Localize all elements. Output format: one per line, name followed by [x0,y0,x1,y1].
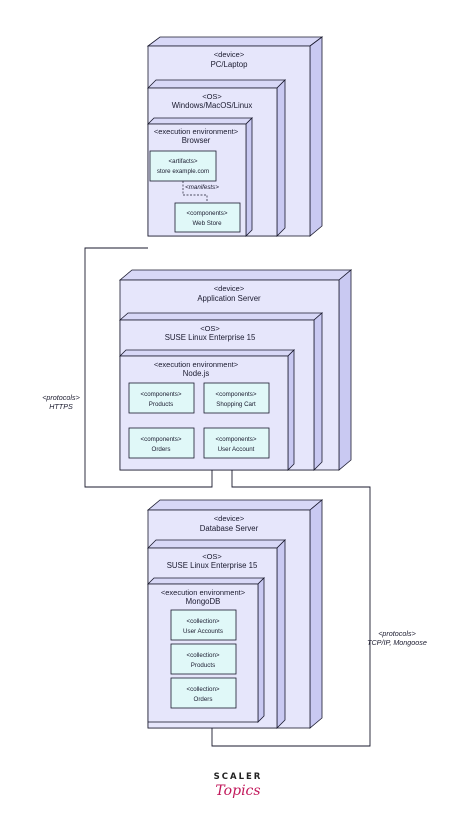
db-device-stereotype: <device> [214,514,245,523]
https-protocol-stereotype: <protocols> [42,393,80,402]
component-name: Shopping Cart [216,401,256,408]
collection-stereotype: <collection> [186,618,219,625]
component-user-account: <components> User Account [203,427,270,459]
https-protocol-label: HTTPS [49,402,73,411]
pc-os-stereotype: <OS> [202,92,222,101]
logo-line2: Topics [215,783,260,799]
db-device-name: Database Server [200,524,259,533]
component-stereotype: <components> [216,391,257,398]
manifest-label: <manifests> [185,184,219,191]
component-stereotype: <components> [141,391,182,398]
collection-name: User Accounts [183,628,223,635]
app-os-stereotype: <OS> [200,324,220,333]
nodejs-env-stereotype: <execution environment> [154,360,239,369]
web-store-name: Web Store [192,220,222,227]
component-name: User Account [218,446,255,453]
collection-stereotype: <collection> [186,686,219,693]
nodejs-env-name: Node.js [183,369,210,378]
pc-device-stereotype: <device> [214,50,245,59]
mongodb-env-name: MongoDB [186,597,221,606]
collection-products: <collection> Products [170,643,237,675]
collection-name: Orders [194,696,213,703]
app-device-name: Application Server [197,294,261,303]
collection-name: Products [191,662,215,669]
scaler-topics-logo: SCALER Topics [214,772,263,799]
logo-line1: SCALER [214,772,263,782]
tcp-protocol-label: TCP/IP, Mongoose [367,638,427,647]
web-store-stereotype: <components> [187,210,228,217]
tcp-protocol-stereotype: <protocols> [378,629,416,638]
db-os-stereotype: <OS> [202,552,222,561]
component-stereotype: <components> [141,436,182,443]
collection-orders: <collection> Orders [170,677,237,709]
artifact-stereotype: <artifacts> [169,158,198,165]
component-products: <components> Products [128,382,195,414]
app-os-name: SUSE Linux Enterprise 15 [165,333,256,342]
collection-stereotype: <collection> [186,652,219,659]
mongodb-env-stereotype: <execution environment> [161,588,246,597]
pc-os-name: Windows/MacOS/Linux [172,101,253,110]
connector-tcp [211,470,371,747]
component-stereotype: <components> [216,436,257,443]
component-orders: <components> Orders [128,427,195,459]
collection-user-accounts: <collection> User Accounts [170,609,237,641]
artifact-store: <artifacts> store example.com [149,150,217,182]
manifest-dependency: <manifests> [182,181,219,201]
component-name: Orders [152,446,171,453]
connector-https [84,247,213,488]
component-name: Products [149,401,173,408]
pc-device-name: PC/Laptop [211,60,249,69]
app-device-stereotype: <device> [214,284,245,293]
component-shopping-cart: <components> Shopping Cart [203,382,270,414]
component-web-store: <components> Web Store [174,202,241,233]
browser-env-name: Browser [182,136,211,145]
db-os-name: SUSE Linux Enterprise 15 [167,561,258,570]
artifact-name: store example.com [157,168,209,175]
browser-env-stereotype: <execution environment> [154,127,239,136]
